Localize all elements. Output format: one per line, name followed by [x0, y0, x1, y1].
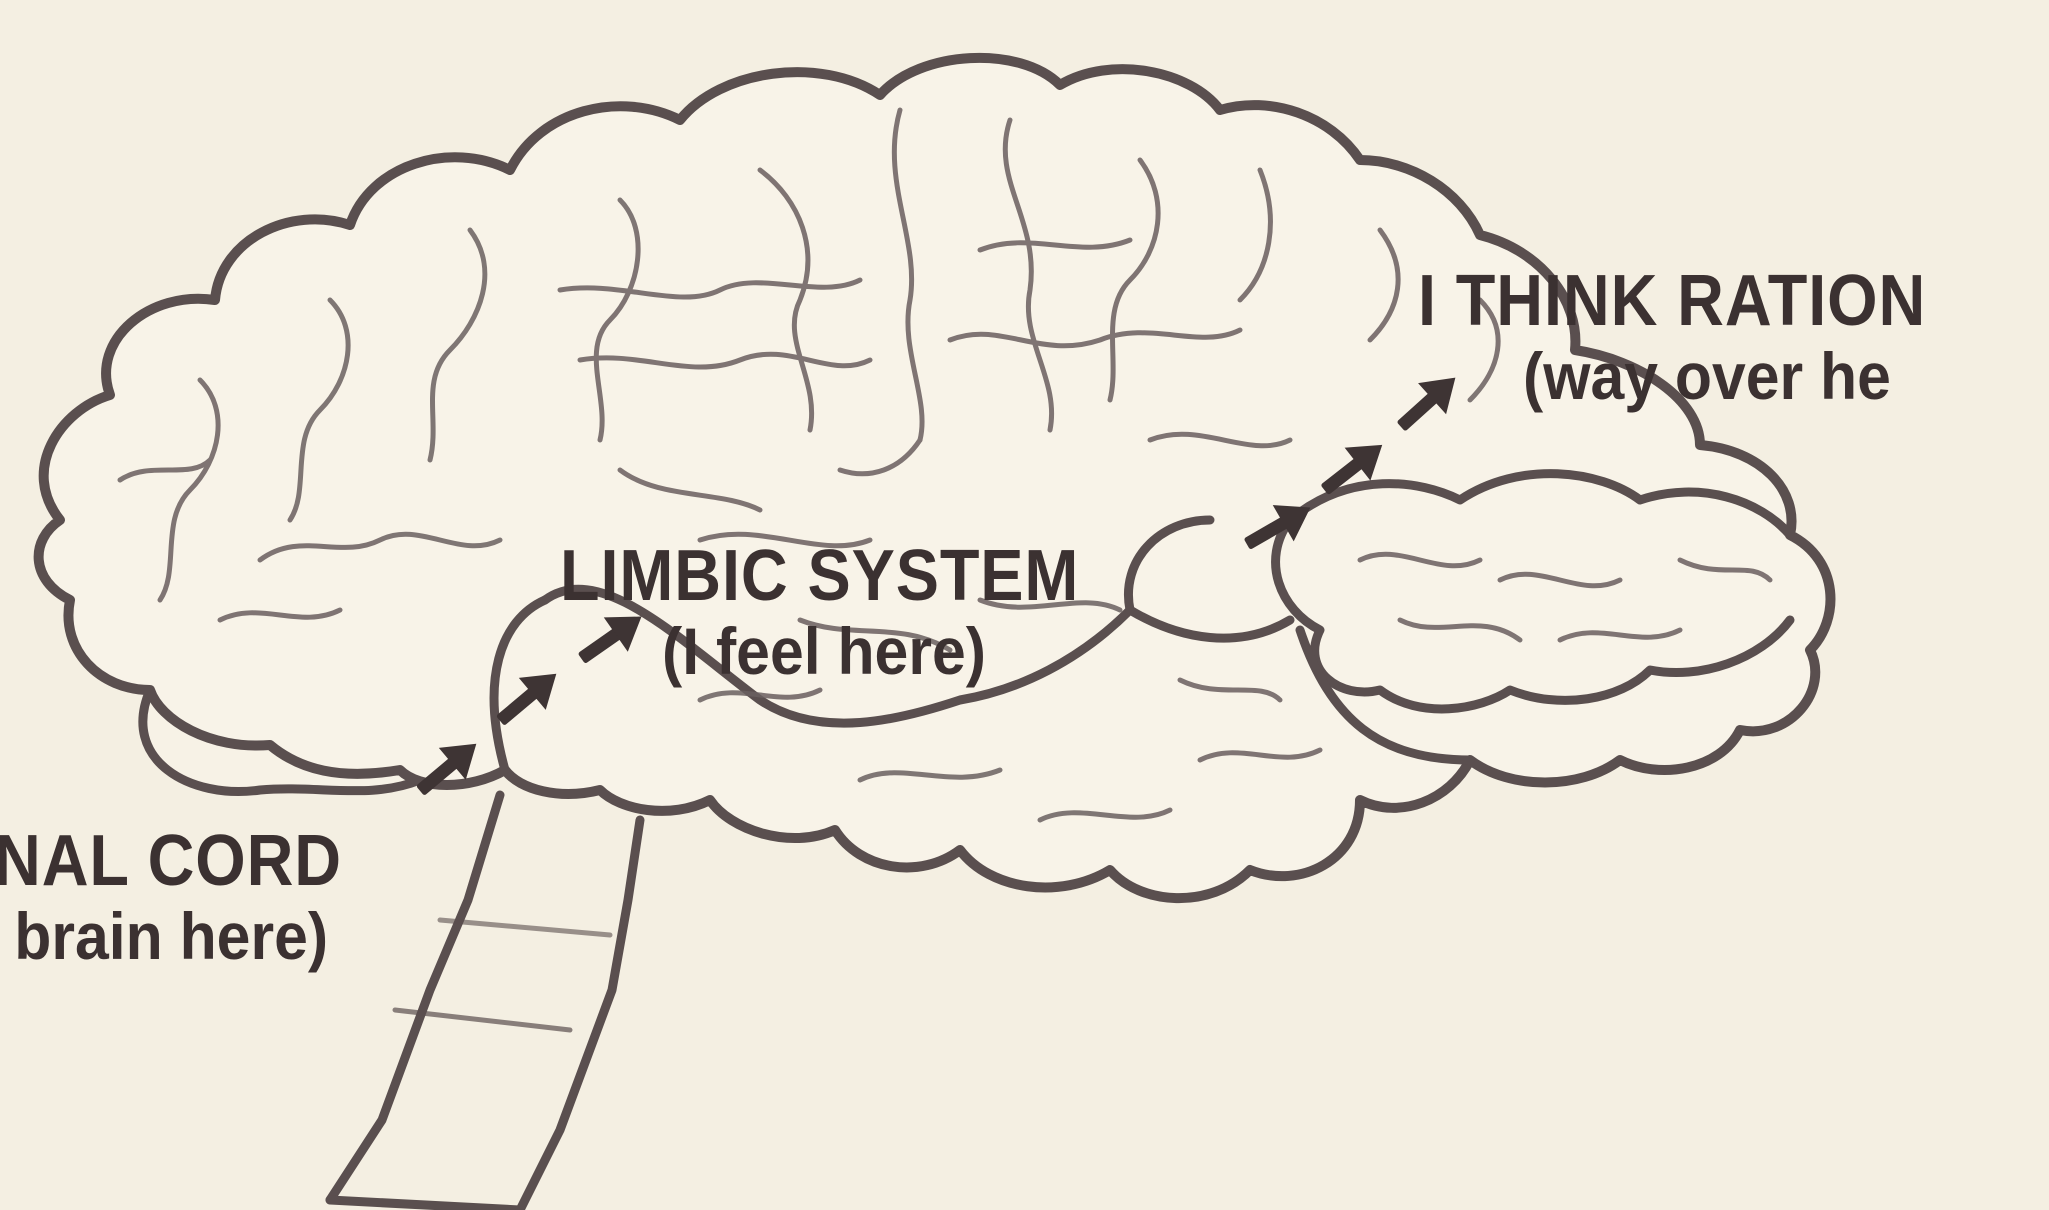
rational-label: I THINK RATION (way over he	[1418, 265, 1983, 409]
limbic-system-title: LIMBIC SYSTEM	[560, 540, 1079, 612]
rational-title: I THINK RATION	[1418, 265, 1926, 337]
limbic-system-subtitle: (I feel here)	[662, 618, 1099, 684]
spinal-cord-subtitle: rs brain here)	[0, 903, 345, 969]
limbic-system-label: LIMBIC SYSTEM (I feel here)	[560, 540, 1137, 684]
spinal-cord-label: NAL CORD rs brain here)	[0, 825, 381, 969]
spinal-cord-title: NAL CORD	[0, 825, 342, 897]
rational-subtitle: (way over he	[1523, 343, 1946, 409]
